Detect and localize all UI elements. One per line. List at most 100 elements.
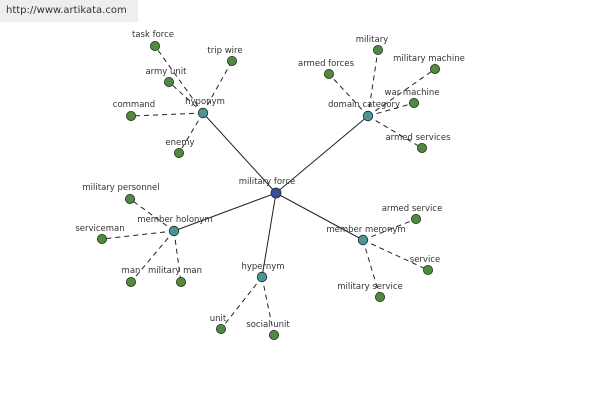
node-armed-forces[interactable]: armed forces [298, 59, 355, 80]
leaf-node-circle[interactable] [429, 64, 440, 75]
watermark-text: http://www.artikata.com [0, 0, 138, 22]
relation-node-label: domain category [328, 100, 400, 110]
nodes-layer: task force trip wire army unit command enemy… [75, 30, 465, 340]
leaf-node-label: trip wire [207, 46, 242, 56]
leaf-node-label: armed service [382, 204, 443, 214]
node-military[interactable]: military [356, 35, 388, 56]
edge-member-holonym-to-military-personnel [129, 198, 175, 232]
leaf-node-circle[interactable] [408, 98, 419, 109]
relation-node-circle[interactable] [197, 107, 209, 119]
edge-hypernym-to-social-unit [261, 276, 275, 336]
node-hyponym[interactable]: hyponym [185, 97, 225, 119]
edge-member-meronym-to-armed-service [362, 218, 417, 241]
edge-military-force-to-hypernym [261, 192, 277, 278]
leaf-node-circle[interactable] [173, 147, 184, 158]
edge-military-force-to-member-holonym [173, 192, 277, 232]
node-enemy[interactable]: enemy [165, 138, 195, 158]
edge-hyponym-to-enemy [178, 112, 204, 154]
leaf-node-circle[interactable] [175, 276, 186, 287]
root-node-circle[interactable] [270, 187, 282, 199]
edges-layer [101, 45, 436, 336]
leaf-node-label: enemy [165, 138, 194, 148]
leaf-node-label: military personnel [82, 183, 159, 193]
node-domain-category[interactable]: domain category [328, 100, 400, 122]
leaf-node-circle[interactable] [416, 142, 427, 153]
leaf-node-label: unit [210, 314, 227, 324]
node-military-man[interactable]: military man [148, 266, 202, 287]
leaf-node-circle[interactable] [372, 45, 383, 56]
node-serviceman[interactable]: serviceman [75, 224, 125, 244]
node-service[interactable]: service [410, 255, 440, 275]
leaf-node-circle[interactable] [126, 276, 137, 287]
edge-domain-category-to-armed-services [367, 115, 423, 149]
node-military-service[interactable]: military service [337, 282, 403, 302]
node-army-unit[interactable]: army unit [145, 67, 187, 88]
leaf-node-circle[interactable] [163, 77, 174, 88]
edge-domain-category-to-military [367, 49, 379, 117]
leaf-node-circle[interactable] [215, 323, 226, 334]
leaf-node-circle[interactable] [422, 264, 433, 275]
edge-member-holonym-to-serviceman [101, 230, 175, 240]
node-task-force[interactable]: task force [132, 30, 174, 52]
node-military-machine[interactable]: military machine [393, 54, 465, 75]
node-military-personnel[interactable]: military personnel [82, 183, 160, 204]
leaf-node-label: social unit [246, 320, 290, 330]
leaf-node-circle[interactable] [323, 69, 334, 80]
leaf-node-label: army unit [145, 67, 187, 77]
edge-hyponym-to-task-force [154, 45, 204, 114]
leaf-node-label: armed services [385, 133, 451, 143]
node-member-meronym[interactable]: member meronym [326, 225, 406, 246]
relation-node-label: hyponym [185, 97, 225, 107]
node-armed-services[interactable]: armed services [385, 133, 451, 153]
edge-hyponym-to-command [130, 112, 204, 117]
node-unit[interactable]: unit [210, 314, 227, 334]
node-war-machine[interactable]: war machine [385, 88, 440, 109]
relation-node-label: hypernym [241, 262, 284, 272]
leaf-node-circle[interactable] [125, 193, 136, 204]
node-social-unit[interactable]: social unit [246, 320, 290, 340]
node-military-force[interactable]: military force [239, 177, 296, 199]
relation-node-label: member holonym [137, 215, 212, 225]
leaf-node-label: war machine [385, 88, 440, 98]
edge-military-force-to-domain-category [275, 115, 369, 194]
leaf-node-label: service [410, 255, 440, 265]
leaf-node-label: serviceman [75, 224, 124, 234]
edge-hyponym-to-army-unit [168, 81, 204, 114]
leaf-node-circle[interactable] [374, 291, 385, 302]
leaf-node-circle[interactable] [226, 56, 237, 67]
leaf-node-label: command [113, 100, 155, 110]
node-command[interactable]: command [113, 100, 155, 122]
node-hypernym[interactable]: hypernym [241, 262, 285, 283]
leaf-node-circle[interactable] [268, 329, 279, 340]
leaf-node-label: man [122, 266, 141, 276]
node-man[interactable]: man [122, 266, 141, 287]
leaf-node-label: military machine [393, 54, 465, 64]
leaf-node-circle[interactable] [97, 233, 108, 244]
edge-hypernym-to-unit [220, 276, 263, 330]
leaf-node-circle[interactable] [149, 41, 160, 52]
node-armed-service[interactable]: armed service [382, 204, 443, 224]
root-node-label: military force [239, 177, 296, 187]
edge-domain-category-to-war-machine [367, 102, 415, 117]
leaf-node-label: military service [337, 282, 403, 292]
edge-military-force-to-member-meronym [275, 192, 364, 241]
edge-member-meronym-to-military-service [362, 239, 381, 298]
relation-node-circle[interactable] [362, 110, 374, 122]
leaf-node-label: armed forces [298, 59, 355, 69]
edge-member-holonym-to-man [130, 230, 175, 283]
leaf-node-circle[interactable] [126, 111, 137, 122]
leaf-node-label: task force [132, 30, 174, 40]
edge-military-force-to-hyponym [202, 112, 277, 194]
edge-hyponym-to-trip-wire [202, 60, 233, 114]
node-trip-wire[interactable]: trip wire [207, 46, 243, 67]
edge-member-meronym-to-service [362, 239, 429, 271]
leaf-node-label: military man [148, 266, 202, 276]
relation-node-label: member meronym [326, 225, 405, 235]
node-member-holonym[interactable]: member holonym [137, 215, 213, 237]
leaf-node-label: military [356, 35, 388, 45]
relation-node-circle[interactable] [256, 271, 268, 283]
leaf-node-circle[interactable] [410, 213, 421, 224]
relation-node-circle[interactable] [168, 225, 180, 237]
relation-node-circle[interactable] [357, 234, 369, 246]
